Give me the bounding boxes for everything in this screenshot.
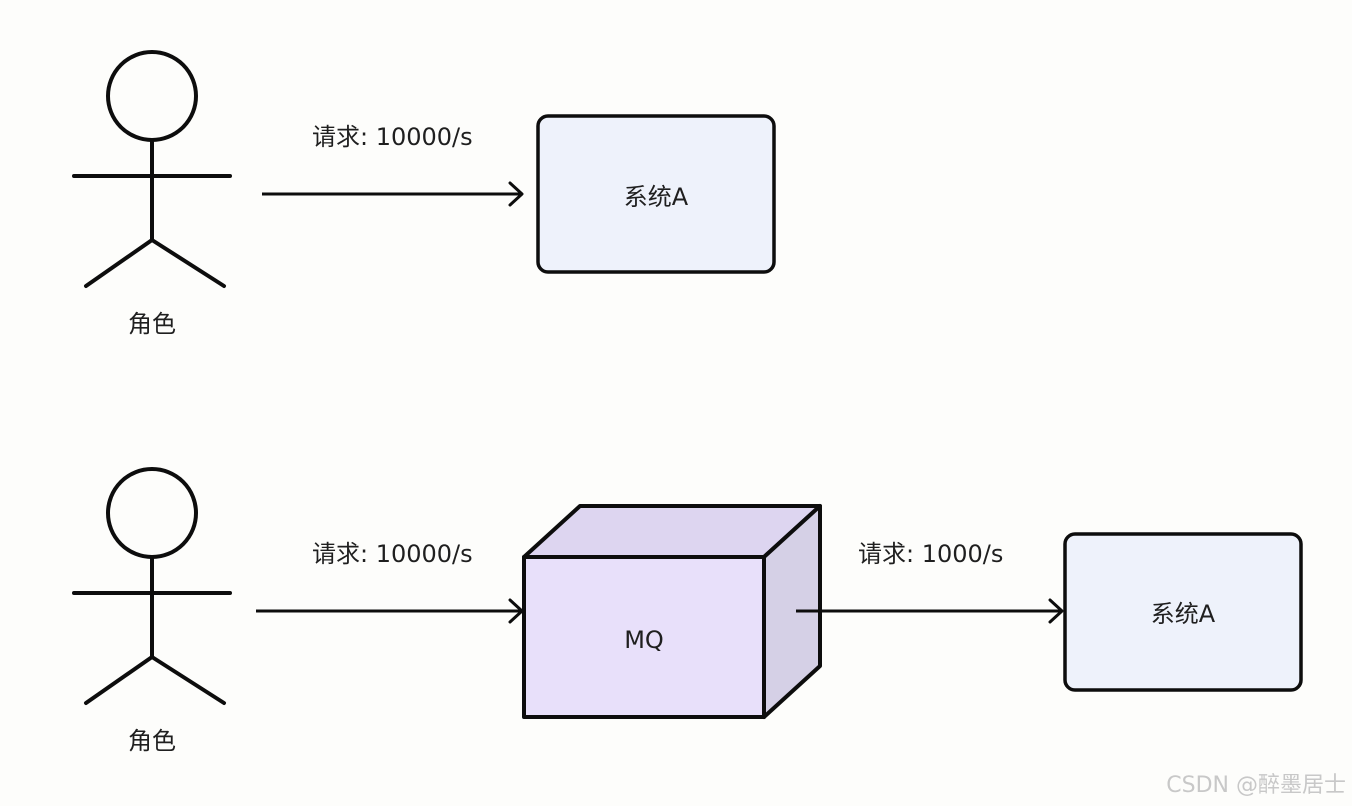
- actor-label-top: 角色: [128, 310, 176, 338]
- system-a-box-bottom: [1063, 532, 1303, 692]
- request-label-bottom: 请求: 10000/s: [312, 540, 473, 568]
- watermark: CSDN @醉墨居士: [1166, 773, 1346, 798]
- actor-right-leg: [150, 655, 226, 705]
- actor-left-leg: [84, 655, 154, 705]
- system-a-label-bottom: 系统A: [1151, 600, 1216, 628]
- actor-label-bottom: 角色: [128, 727, 176, 755]
- actor-right-leg: [150, 238, 226, 288]
- actor-figure-bottom: [72, 467, 232, 705]
- mq-label: MQ: [624, 626, 664, 654]
- mq-cube-front: [522, 555, 766, 719]
- system-a-box-top: [536, 114, 776, 274]
- mq-cube: [522, 504, 822, 719]
- actor-left-leg: [84, 238, 154, 288]
- actor-figure-top: [72, 50, 232, 288]
- system-a-label-top: 系统A: [624, 183, 689, 211]
- actor-head: [106, 50, 198, 142]
- actor-head: [106, 467, 198, 559]
- downstream-request-label: 请求: 1000/s: [858, 540, 1003, 568]
- request-label-top: 请求: 10000/s: [312, 123, 473, 151]
